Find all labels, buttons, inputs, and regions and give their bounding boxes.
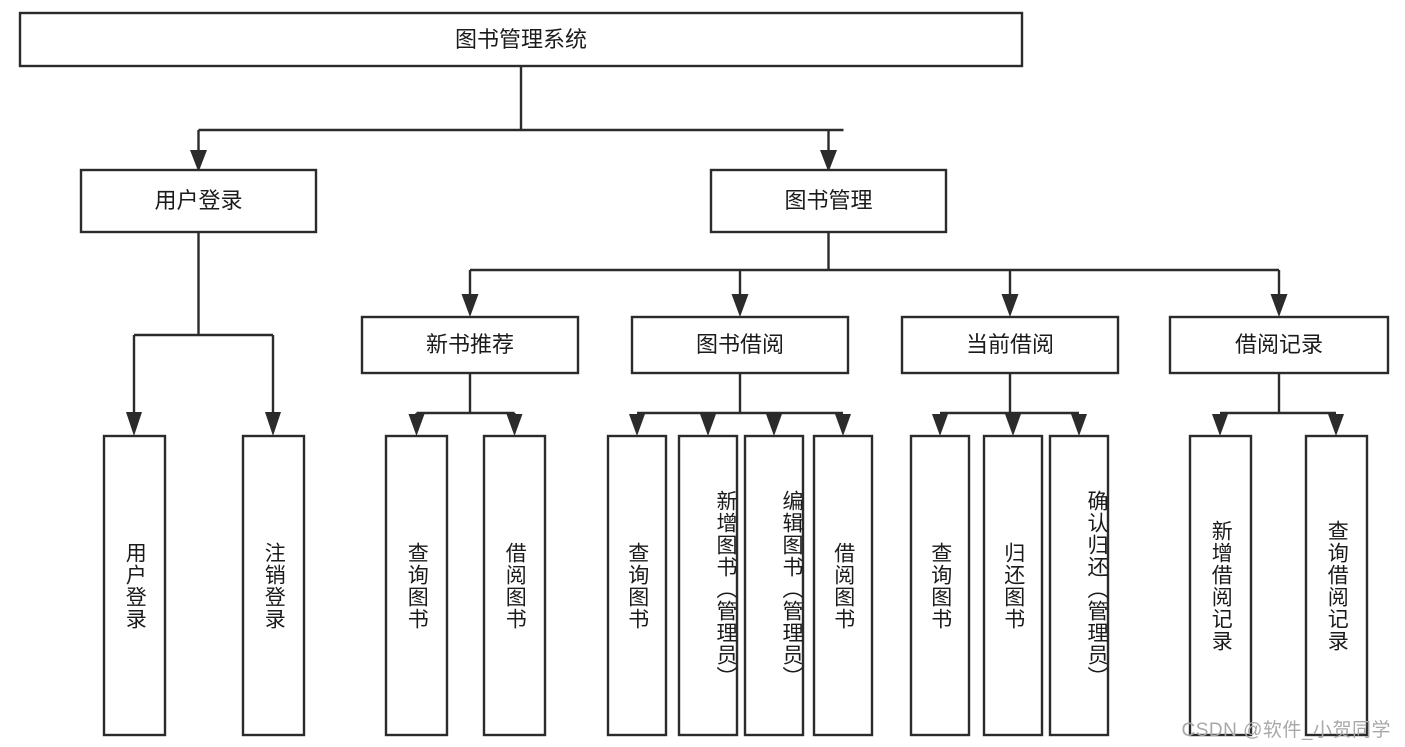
node-current-borrow[interactable]: 当前借阅: [900, 315, 1120, 375]
connector-group-current-borrow: [932, 373, 1087, 436]
connector-group-user-login: [126, 232, 281, 436]
connector-group-root: [190, 66, 844, 172]
leaf-box-borrow-book-recommend[interactable]: [482, 434, 547, 737]
node-user-login-box[interactable]: [79, 168, 318, 234]
node-current-borrow-box[interactable]: [900, 315, 1120, 375]
arrow-head-borrow-record-leaf1: [1212, 414, 1228, 436]
leaf-box-query-book-recommend[interactable]: [384, 434, 449, 737]
arrow-head-borrow-record-leaf2: [1328, 414, 1344, 436]
arrow-head-borrow-book-leaf4: [835, 414, 851, 436]
arrow-head-to-new-book: [461, 294, 479, 317]
connector-group-borrow-book: [629, 373, 851, 436]
node-borrow-record-box[interactable]: [1168, 315, 1390, 375]
node-book-borrow-box[interactable]: [630, 315, 850, 375]
arrow-head-new-book-leaf2: [506, 414, 523, 436]
node-book-borrow[interactable]: 图书借阅: [630, 315, 850, 375]
leaf-box-add-book-admin[interactable]: [677, 434, 739, 737]
leaf-box-query-borrow-record[interactable]: [1304, 434, 1369, 737]
leaf-box-query-book-current[interactable]: [909, 434, 971, 737]
connector-group-book-mgmt: [461, 232, 1288, 317]
arrow-head-new-book-leaf1: [408, 414, 425, 436]
node-book-management-label: 图书管理: [784, 188, 872, 213]
node-root-box[interactable]: [18, 11, 1024, 68]
leaf-box-user-login[interactable]: [102, 434, 167, 737]
node-new-book-recommend-label: 新书推荐: [426, 332, 514, 357]
connector-group-borrow-record: [1212, 373, 1344, 436]
node-new-book-recommend-box[interactable]: [360, 315, 580, 375]
leaf-box-borrow-book[interactable]: [812, 434, 874, 737]
arrow-head-borrow-book-leaf1: [629, 414, 645, 436]
leaf-box-group: [102, 434, 1369, 737]
node-borrow-record[interactable]: 借阅记录: [1168, 315, 1390, 375]
csdn-watermark: CSDN @软件_小贺同学: [1181, 720, 1391, 741]
leaf-box-query-book-borrow[interactable]: [606, 434, 668, 737]
node-root[interactable]: 图书管理系统: [18, 11, 1024, 68]
node-borrow-record-label: 借阅记录: [1235, 332, 1323, 357]
leaf-box-logout-login[interactable]: [241, 434, 306, 737]
arrow-head-current-borrow-leaf2: [1005, 414, 1021, 436]
node-book-borrow-label: 图书借阅: [696, 332, 784, 357]
node-book-management-box[interactable]: [709, 168, 948, 234]
connector-group-new-book: [408, 373, 523, 436]
node-root-label: 图书管理系统: [455, 27, 587, 52]
node-book-management[interactable]: 图书管理: [709, 168, 948, 234]
arrow-head-to-current-borrow: [1001, 294, 1019, 317]
arrow-head-root-to-book-mgmt: [820, 150, 837, 172]
arrow-head-current-borrow-leaf3: [1071, 414, 1087, 436]
arrow-head-user-login-leaf2: [265, 412, 281, 436]
leaf-box-confirm-return-admin[interactable]: [1048, 434, 1110, 737]
arrow-head-borrow-book-leaf2: [700, 414, 716, 436]
arrow-head-root-to-user-login: [190, 150, 207, 172]
node-new-book-recommend[interactable]: 新书推荐: [360, 315, 580, 375]
leaf-box-add-borrow-record[interactable]: [1188, 434, 1253, 737]
node-current-borrow-label: 当前借阅: [966, 332, 1054, 357]
arrow-head-to-borrow-book: [731, 294, 749, 317]
node-user-login[interactable]: 用户登录: [79, 168, 318, 234]
arrow-head-borrow-book-leaf3: [766, 414, 782, 436]
arrow-head-to-borrow-record: [1270, 294, 1288, 317]
arrow-head-current-borrow-leaf1: [932, 414, 948, 436]
leaf-box-edit-book-admin[interactable]: [743, 434, 805, 737]
leaf-box-return-book[interactable]: [982, 434, 1044, 737]
arrow-head-user-login-leaf1: [126, 412, 142, 436]
node-user-login-label: 用户登录: [154, 188, 242, 213]
